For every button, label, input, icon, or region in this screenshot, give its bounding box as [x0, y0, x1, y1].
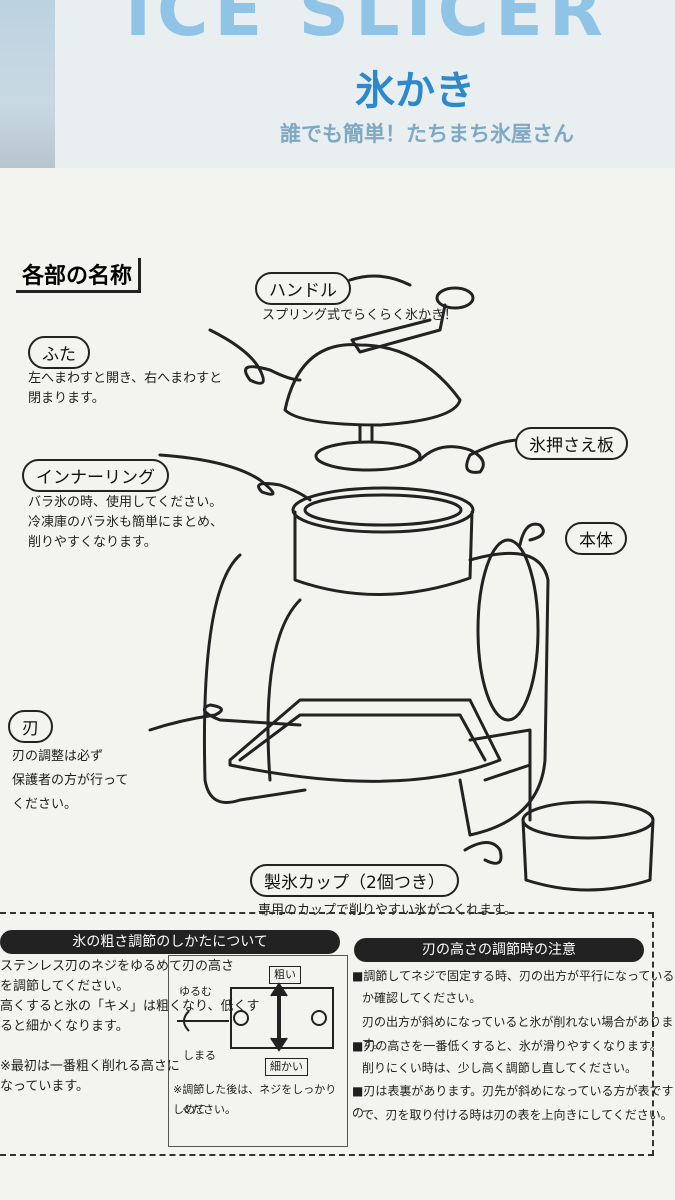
label-handle: ハンドル — [255, 272, 351, 305]
box-tagline: 誰でも簡単！たちまち氷屋さん — [280, 122, 574, 146]
instruction-sheet — [0, 168, 675, 1200]
box-title: ICE SLICER — [125, 0, 609, 52]
desc-inner-1: バラ氷の時、使用してください。 — [28, 495, 223, 510]
caution-1a: ■調節してネジで固定する時、刃の出方が平行になっている — [352, 969, 675, 983]
adjust-title: 氷の粗さ調節のしかたについて — [0, 930, 340, 954]
desc-inner-3: 削りやすくなります。 — [28, 535, 157, 550]
label-coarse: 粗い — [269, 966, 301, 984]
adjust-note-1: ※調節した後は、ネジをしっかりしめて — [173, 1083, 337, 1116]
desc-lid-1: 左へまわすと開き、右へまわすと — [28, 371, 223, 386]
desc-blade-2: 保護者の方が行って — [12, 773, 129, 788]
label-loosen: ゆるむ — [179, 985, 212, 998]
caution-1c: 刃の出方が斜めになっていると氷が削れない場合があります。 — [362, 1015, 674, 1051]
adjust-line-1: ステンレス刃のネジをゆるめて刃の高さ — [0, 959, 235, 974]
box-subtitle: 氷かき — [355, 68, 475, 114]
label-blade: 刃 — [8, 710, 53, 743]
box-panel: ICE SLICER 氷かき 誰でも簡単！たちまち氷屋さん — [55, 0, 675, 170]
adjust-line-2: を調節してください。 — [0, 979, 130, 994]
ice-slicer-illustration — [148, 274, 655, 892]
label-ice-cup: 製氷カップ（2個つき） — [250, 864, 459, 897]
desc-blade-1: 刃の調整は必ず — [12, 749, 104, 764]
desc-handle: スプリング式でらくらく氷かき！ — [262, 308, 458, 323]
label-fine: 細かい — [265, 1058, 308, 1076]
instructions-frame — [0, 912, 654, 1156]
label-ice-press: 氷押さえ板 — [515, 427, 628, 460]
caution-title: 刃の高さの調節時の注意 — [354, 938, 644, 962]
desc-lid-2: 閉まります。 — [28, 391, 105, 406]
desc-inner-2: 冷凍庫のバラ氷も簡単にまとめ、 — [28, 515, 224, 530]
desc-ice-cup: 専用のカップで削りやすい氷がつくれます。 — [258, 903, 517, 918]
adjust-diagram: ゆるむ しまる 粗い 細かい ※調節した後は、ネジをしっかりしめて ください。 — [168, 955, 348, 1147]
adjust-line-6: なっています。 — [0, 1079, 90, 1094]
label-inner-ring: インナーリング — [22, 459, 169, 492]
adjust-line-5: ※最初は一番粗く削れる高さに — [0, 1059, 180, 1074]
section-title: 各部の名称 — [16, 258, 142, 293]
caution-1b: か確認してください。 — [362, 991, 482, 1005]
blade-adjust-drawing — [177, 982, 334, 1052]
label-tighten: しまる — [183, 1049, 216, 1062]
adjust-line-4: ると細かくなります。 — [0, 1019, 129, 1034]
adjust-note-2: ください。 — [181, 1103, 236, 1116]
adjust-line-3: 高くすると氷の「キメ」は粗くなり、低くす — [0, 999, 260, 1014]
label-lid: ふた — [28, 336, 90, 369]
caution-2a: ■刃の高さを一番低くすると、氷が滑りやすくなります。 — [352, 1039, 662, 1053]
desc-blade-3: ください。 — [12, 797, 78, 812]
caution-3a: ■刃は表裏があります。刃先が斜めになっている方が表ですの — [352, 1084, 674, 1120]
caution-2b: 削りにくい時は、少し高く調節し直してください。 — [362, 1061, 638, 1075]
label-body: 本体 — [565, 522, 627, 555]
caution-3b: で、刃を取り付ける時は刃の表を上向きにしてください。 — [362, 1108, 673, 1122]
